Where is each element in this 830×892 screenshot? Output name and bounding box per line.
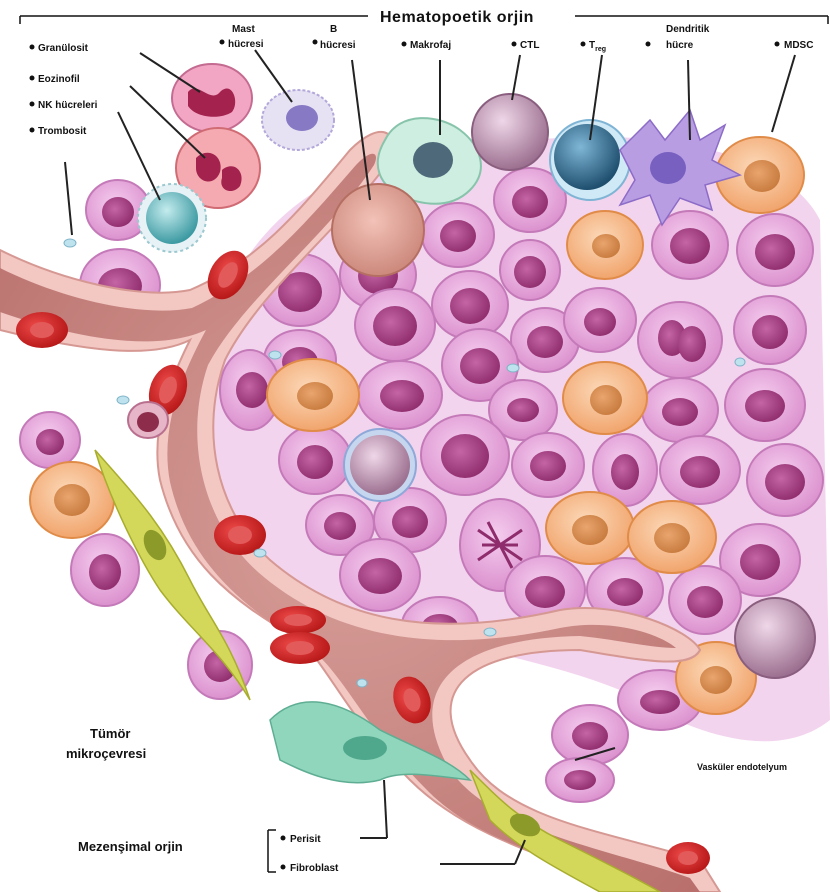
b-cell [332,184,424,276]
tumor-cell [642,378,718,442]
mast-cell [262,90,334,150]
label-perisit: Perisit [290,834,321,845]
label-tumor-line1: Tümör [90,726,130,741]
label-fibroblast: Fibroblast [290,863,339,874]
mdsc-cell [30,462,114,538]
tumor-cell [669,566,741,634]
red-blood-cell [16,312,68,348]
mdsc-cell [628,501,716,573]
treg-cell [550,120,630,200]
tumor-cell [340,539,420,611]
tumor-cell [725,369,805,441]
mdsc-cell [267,359,359,431]
label-b-line2: hücresi [320,40,356,51]
red-blood-cell [666,842,710,874]
ctl-cell [472,94,548,170]
label-mesenchymal: Mezenşimal orjin [78,839,183,854]
label-mast-line1: Mast [232,24,255,35]
mdsc-cell [563,362,647,434]
red-blood-cell [270,632,330,664]
label-vascular-endothelium: Vasküler endotelyum [697,762,787,772]
tumor-cell [660,436,740,504]
label-mast-line2: hücresi [228,39,264,50]
mdsc-cell [567,211,643,279]
mesenchymal-bracket [268,830,276,872]
label-granulosit: Granülosit [38,43,89,54]
label-nk: NK hücreleri [38,100,98,111]
tumor-cell [20,412,80,468]
tumor-cell [638,302,722,378]
tumor-cell [737,214,813,286]
nk-cell [138,184,206,252]
label-ctl: CTL [520,40,539,51]
tumor-cell [422,203,494,267]
title-hematopoietic-origin: Hematopoetik orjin [380,9,534,26]
tumor-cell [432,271,508,339]
tumor-cell [734,296,806,364]
label-treg: Treg [589,40,606,53]
label-mdsc: MDSC [784,40,813,51]
ctl-cell-tumor [344,429,416,501]
label-eozinofil: Eozinofil [38,74,80,85]
label-makrofaj: Makrofaj [410,40,451,51]
tumor-cell [512,433,584,497]
tumor-cell [355,289,435,361]
label-trombosit: Trombosit [38,126,87,137]
migrating-leukocyte [128,402,168,438]
tumor-cell [421,415,509,495]
label-b-line1: B [330,24,337,35]
ctl-cell-right [735,598,815,678]
label-dendritik-line2: hücre [666,40,694,51]
mdsc-cell [546,492,634,564]
granulocyte-cell [172,64,252,132]
tumor-cell [747,444,823,516]
tumor-cell [564,288,636,352]
tumor-cell [279,426,351,494]
tumor-cell [500,240,560,300]
red-blood-cell [270,606,326,634]
label-dendritik-line1: Dendritik [666,24,710,35]
label-tumor-line2: mikroçevresi [66,746,146,761]
tumor-cell [546,758,614,802]
tumor-cell [71,534,139,606]
tumor-cell [358,361,442,429]
